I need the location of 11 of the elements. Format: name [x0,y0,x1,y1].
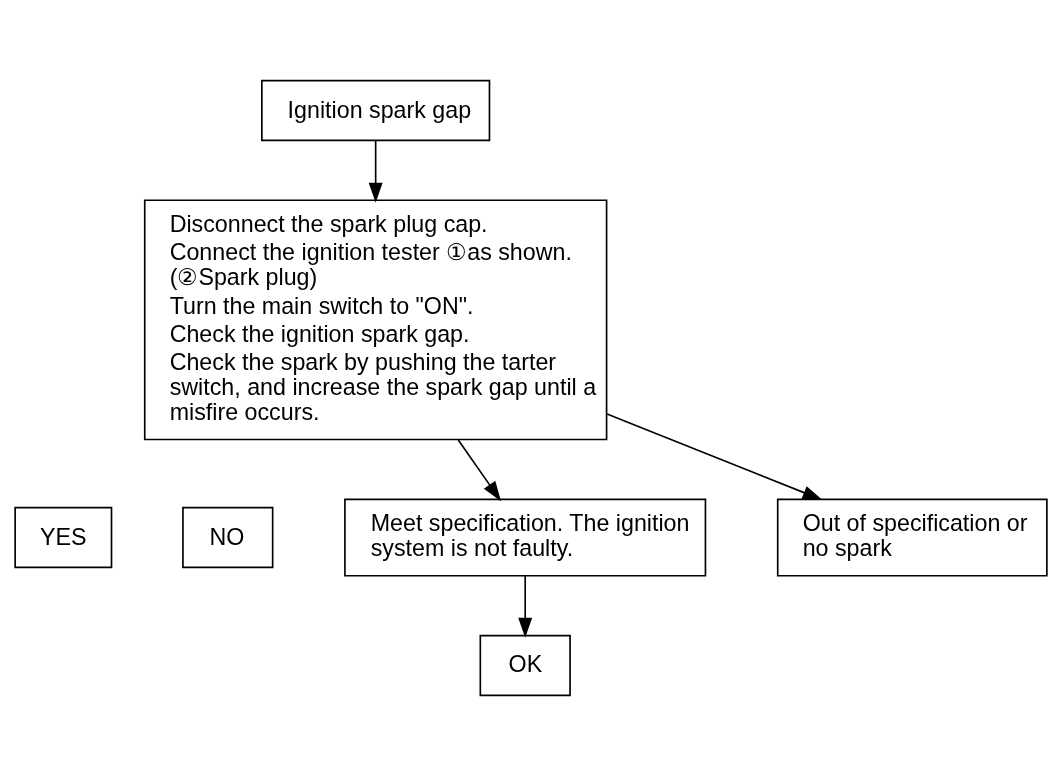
node-box: NO [182,506,274,568]
node-box: Meet specification. The ignition system is not faulty. [344,498,707,577]
node-box: Out of specification or no spark [776,498,1048,577]
node-box: Disconnect the spark plug cap. Connect the ignition tester ①as shown. (②Spark plug) Turn the main switch to "ON". Check the ignition spark gap. Check the spark by pushing the tarter switch, and increase the spark gap until a misfire occurs. [143,198,608,440]
arrow [606,412,823,500]
node-box: OK [479,634,571,696]
arrow [368,139,383,203]
arrow [518,574,533,638]
node-box: YES [14,506,113,568]
arrow [457,438,501,501]
node-box: Ignition spark gap [261,79,491,141]
